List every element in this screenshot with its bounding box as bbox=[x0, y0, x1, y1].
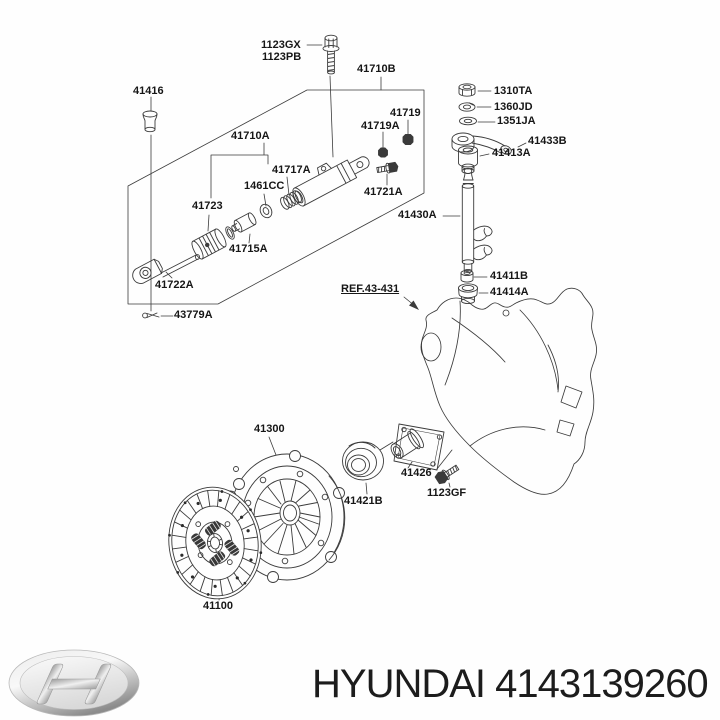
bushing-41413a-drawing bbox=[458, 145, 478, 174]
push-rod-41722a-drawing bbox=[132, 254, 200, 284]
assembly-box bbox=[127, 89, 425, 305]
ref-arrowhead bbox=[409, 300, 419, 310]
part-label-1351ja: 1351JA bbox=[497, 115, 536, 127]
part-label-43779a: 43779A bbox=[174, 309, 213, 321]
nut-41719-drawing bbox=[402, 134, 414, 145]
part-label-1123gx: 1123GX bbox=[261, 39, 301, 51]
part-label-41300: 41300 bbox=[254, 423, 285, 435]
part-label-1461cc: 1461CC bbox=[244, 180, 285, 192]
pin-41416-drawing bbox=[142, 110, 158, 133]
spring-41717a-drawing bbox=[280, 190, 302, 210]
part-label-41100: 41100 bbox=[203, 600, 233, 612]
part-label-41721a: 41721A bbox=[364, 186, 403, 198]
part-label-41719a: 41719A bbox=[361, 120, 400, 132]
brand-part-number-text: HYUNDAI 4143139260 bbox=[312, 662, 709, 706]
facing-rivets bbox=[168, 490, 263, 596]
release-bearing-41421b-drawing bbox=[342, 441, 384, 481]
part-label-1123pb: 1123PB bbox=[262, 51, 302, 63]
bushing-41411b-drawing bbox=[460, 269, 474, 283]
o-ring-drawing bbox=[225, 226, 235, 240]
part-label-41723: 41723 bbox=[192, 200, 223, 212]
bolt-1123gx-drawing bbox=[322, 34, 340, 75]
part-label-41414a: 41414A bbox=[490, 286, 529, 298]
ref-label: REF.43-431 bbox=[341, 283, 400, 295]
release-arm-41433b-drawing bbox=[451, 132, 512, 155]
union-bolt-41721a-drawing bbox=[376, 161, 399, 174]
part-label-41710b: 41710B bbox=[357, 63, 396, 75]
transaxle-case-drawing bbox=[420, 287, 597, 495]
nut-1310ta-drawing bbox=[458, 83, 476, 97]
damper-spring-windows bbox=[191, 520, 240, 567]
part-label-41430a: 41430A bbox=[398, 209, 437, 221]
part-label-41717a: 41717A bbox=[272, 164, 311, 176]
spring-washer-1360jd-drawing bbox=[458, 102, 476, 112]
part-label-1360jd: 1360JD bbox=[494, 101, 533, 113]
part-label-41715a: 41715A bbox=[229, 243, 268, 255]
part-label-41416: 41416 bbox=[133, 85, 164, 97]
nut-41719a-drawing bbox=[378, 147, 388, 158]
slave-cylinder-drawing bbox=[292, 156, 370, 207]
piston-41723-drawing bbox=[191, 228, 227, 260]
part-label-1310ta: 1310TA bbox=[494, 85, 533, 97]
part-label-41719: 41719 bbox=[390, 107, 421, 119]
brand-make: HYUNDAI bbox=[312, 662, 486, 706]
part-label-41413a: 41413A bbox=[492, 147, 531, 159]
part-label-41722a: 41722A bbox=[155, 279, 194, 291]
bolt-1123gf-drawing bbox=[434, 464, 460, 485]
washer-1351ja-drawing bbox=[459, 116, 477, 126]
seal-1461cc-drawing bbox=[259, 203, 273, 219]
part-label-41411b: 41411B bbox=[490, 270, 528, 282]
leader-lines bbox=[150, 44, 527, 601]
clutch-disc-41100-drawing bbox=[168, 486, 263, 600]
guide-sleeve-41426-drawing bbox=[390, 423, 445, 471]
part-label-41421b: 41421B bbox=[344, 495, 383, 507]
clip-43779a-drawing bbox=[142, 312, 160, 319]
part-label-41426: 41426 bbox=[401, 467, 432, 479]
part-label-41433b: 41433B bbox=[528, 135, 567, 147]
brand-part-number: 4143139260 bbox=[495, 662, 708, 706]
part-label-1123gf: 1123GF bbox=[427, 487, 467, 499]
hyundai-logo-icon bbox=[8, 649, 140, 717]
part-label-41710a: 41710A bbox=[231, 130, 270, 142]
valve-41715a-drawing bbox=[231, 212, 257, 233]
cap-41414a-drawing bbox=[458, 283, 478, 305]
fork-shaft-41430a-drawing bbox=[461, 167, 493, 274]
